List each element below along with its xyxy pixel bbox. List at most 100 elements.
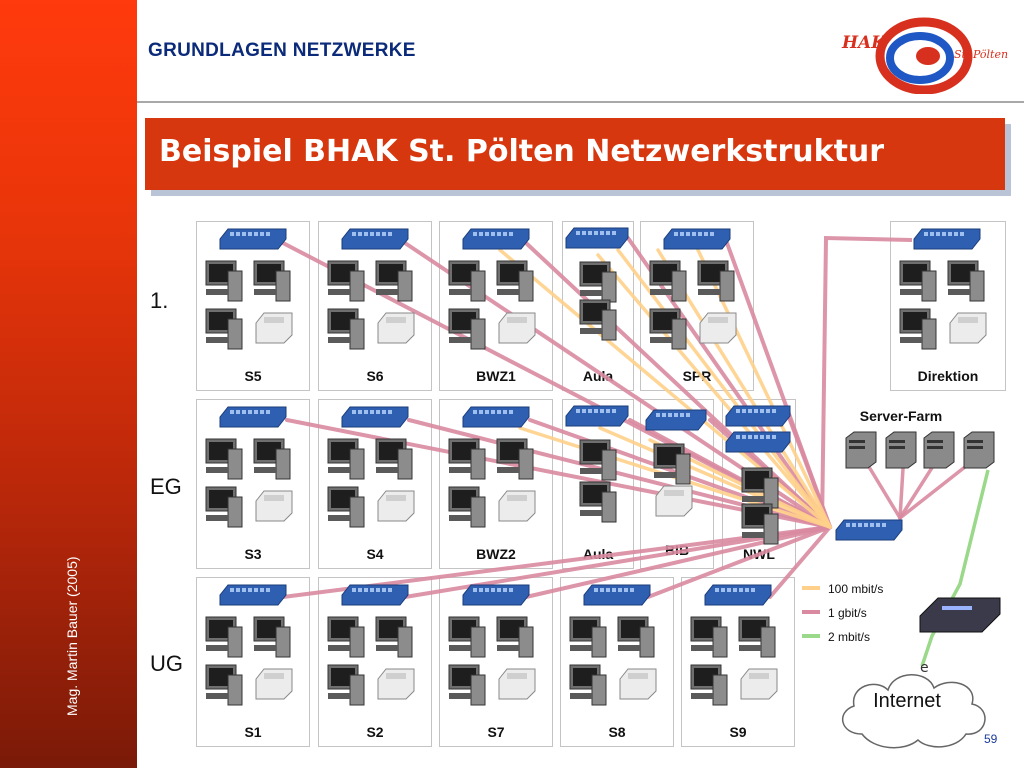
monitor-screen (331, 668, 355, 686)
room-label: BWZ1 (476, 368, 516, 384)
printer-icon (498, 668, 536, 700)
sidebar-band (0, 0, 137, 768)
room-label: S3 (244, 546, 262, 562)
monitor-screen (951, 264, 975, 282)
router-icon (919, 597, 1001, 633)
keyboard-icon (206, 515, 228, 521)
keyboard-icon (698, 289, 720, 295)
computer-icon (741, 467, 779, 509)
switch-port (479, 410, 483, 414)
switch-port (248, 232, 252, 236)
switch-port (704, 232, 708, 236)
monitor-screen (452, 490, 476, 508)
computer-icon (579, 261, 617, 303)
keyboard-icon (376, 645, 398, 651)
keyboard-icon (206, 337, 228, 343)
printer-tray (628, 673, 648, 679)
computer-icon (327, 260, 365, 302)
computer-icon (327, 486, 365, 528)
keyboard-icon (206, 289, 228, 295)
computer-icon (327, 438, 365, 480)
tower-icon (470, 674, 486, 706)
server-icon (923, 431, 955, 469)
monitor-screen (742, 620, 766, 638)
monitor-screen (694, 668, 718, 686)
switch-port (760, 409, 764, 413)
switch-port (588, 409, 592, 413)
printer-tray (264, 495, 284, 501)
tower-icon (921, 270, 937, 302)
legend-swatch-1gbit (802, 610, 820, 614)
switch-port (376, 410, 380, 414)
switch-icon (462, 406, 530, 428)
tower-icon (227, 496, 243, 528)
switch-port (739, 588, 743, 592)
switch-port (858, 523, 862, 527)
switch-port (254, 410, 258, 414)
floor-label-first: 1. (150, 288, 169, 313)
printer-icon (740, 668, 778, 700)
internet-cloud: e (842, 664, 986, 749)
monitor-screen (209, 668, 233, 686)
monitor-screen (452, 668, 476, 686)
switch-port (485, 588, 489, 592)
switch-port (497, 588, 501, 592)
monitor-screen (701, 264, 725, 282)
tower-icon (275, 626, 291, 658)
computer-icon (690, 616, 728, 658)
tower-icon (227, 626, 243, 658)
tower-icon (591, 626, 607, 658)
switch-port (600, 409, 604, 413)
switch-port (852, 523, 856, 527)
keyboard-icon (900, 289, 922, 295)
server-slot (889, 446, 905, 449)
gigabit-link (285, 418, 832, 529)
header-title: GRUNDLAGEN NETZWERKE (148, 40, 416, 61)
computer-icon (327, 308, 365, 350)
tower-icon (518, 270, 534, 302)
switch-port (509, 588, 513, 592)
monitor-screen (653, 312, 677, 330)
computer-icon (496, 438, 534, 480)
keyboard-icon (650, 289, 672, 295)
printer-icon (498, 490, 536, 522)
monitor-screen (745, 471, 769, 489)
monitor-screen (209, 490, 233, 508)
tower-icon (518, 626, 534, 658)
computer-icon (375, 438, 413, 480)
switch-port (479, 588, 483, 592)
computer-icon (579, 299, 617, 341)
monitor-screen (500, 442, 524, 460)
switch-port (600, 588, 604, 592)
switch-port (242, 410, 246, 414)
printer-tray (708, 317, 728, 323)
tower-icon (397, 626, 413, 658)
switch-port (766, 435, 770, 439)
switch-icon (341, 584, 409, 606)
keyboard-icon (376, 289, 398, 295)
monitor-screen (657, 447, 681, 465)
switch-port (630, 588, 634, 592)
svg-text:e: e (920, 664, 929, 676)
monitor-screen (621, 620, 645, 638)
switch-body (341, 584, 409, 606)
switch-port (715, 588, 719, 592)
switch-port (582, 231, 586, 235)
monitor-screen (209, 620, 233, 638)
printer-tray (386, 317, 406, 323)
switch-port (358, 410, 362, 414)
device-layer (205, 227, 1001, 706)
switch-body (462, 584, 530, 606)
page-number: 59 (984, 732, 998, 746)
switch-port (364, 410, 368, 414)
computer-icon (899, 308, 937, 350)
switch-port (370, 232, 374, 236)
monitor-screen (583, 443, 607, 461)
tower-icon (719, 270, 735, 302)
tower-icon (470, 318, 486, 350)
switch-port (266, 410, 270, 414)
computer-icon (253, 260, 291, 302)
switch-port (612, 231, 616, 235)
legend-swatch-2mbit (802, 634, 820, 638)
